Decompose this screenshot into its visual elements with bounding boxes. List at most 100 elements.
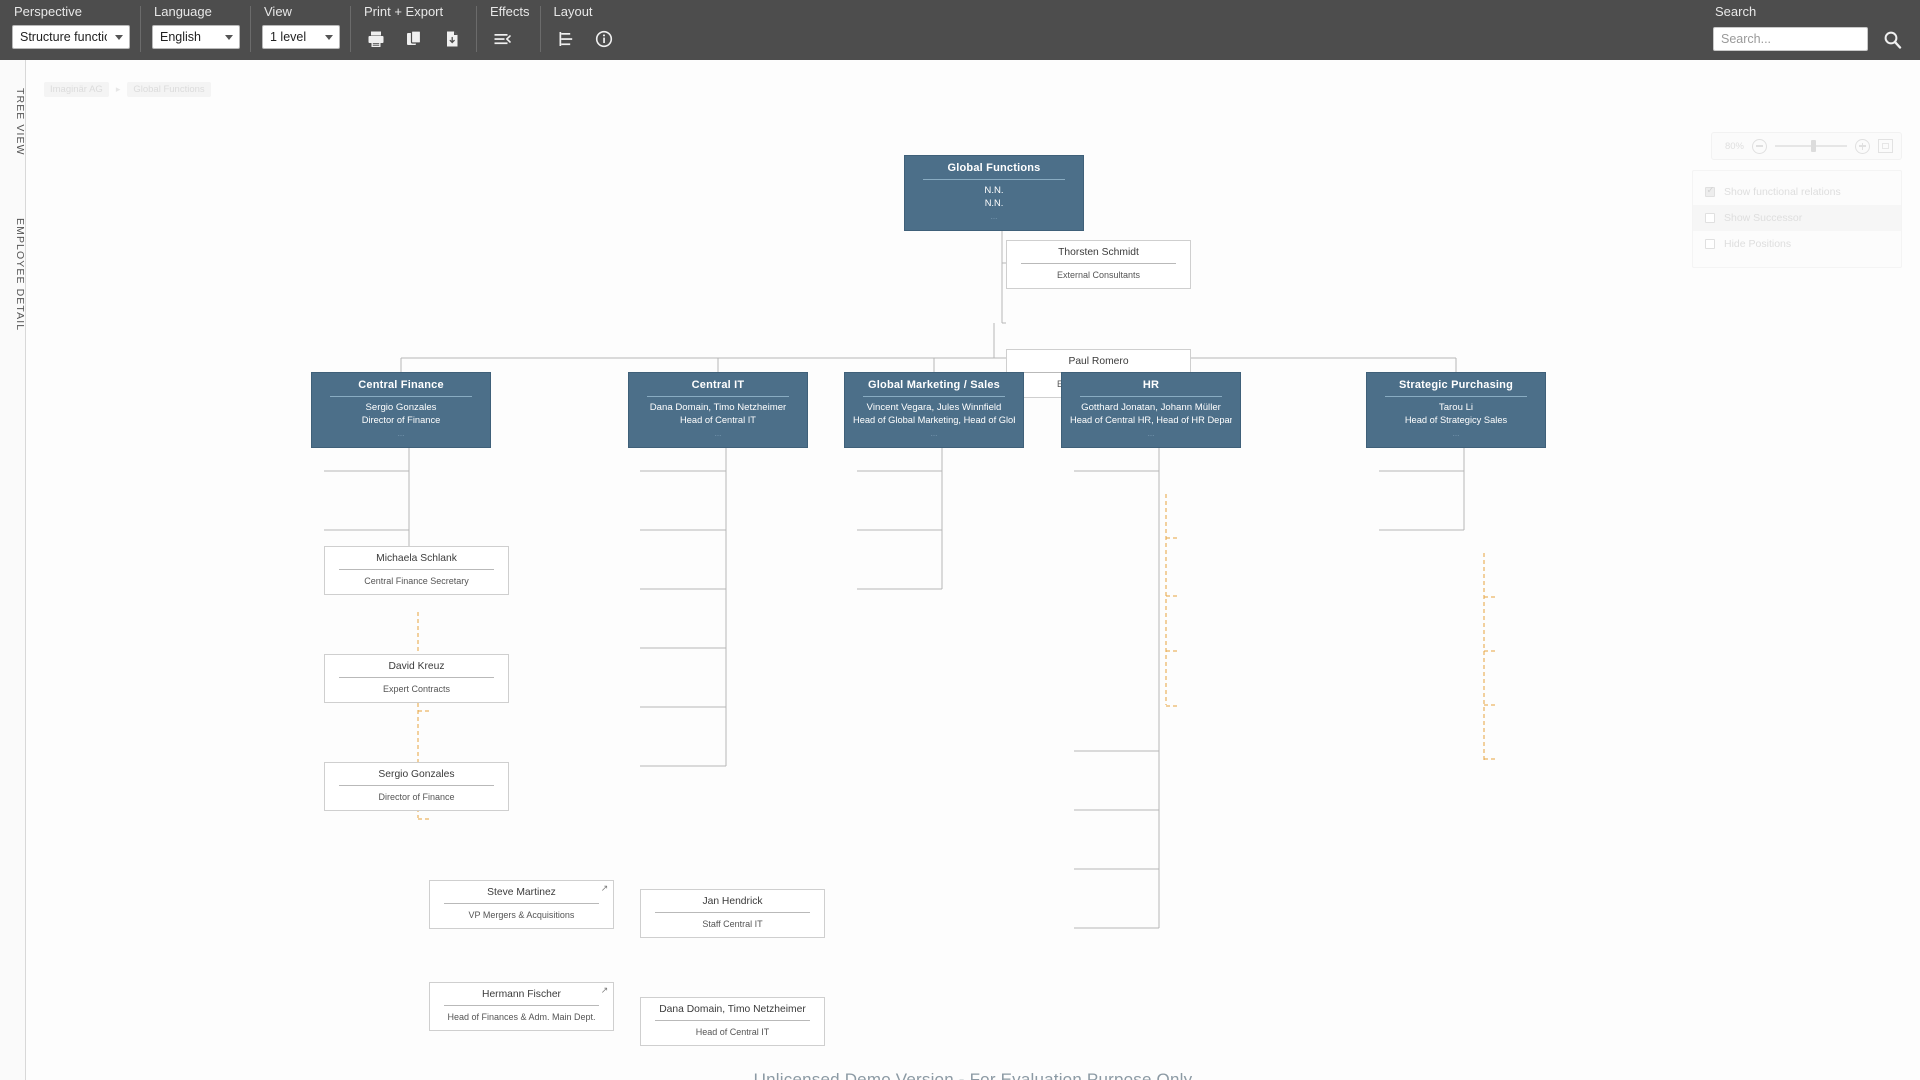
person-name: Hermann Fischer bbox=[482, 989, 561, 1000]
print-export-group: Print + Export bbox=[350, 0, 476, 60]
expand-dots[interactable]: ... bbox=[1147, 429, 1155, 438]
expand-dots[interactable]: ... bbox=[930, 429, 938, 438]
expand-dots[interactable]: ... bbox=[1452, 429, 1460, 438]
search-label: Search bbox=[1715, 4, 1757, 19]
breadcrumb-separator: ▸ bbox=[115, 83, 121, 94]
chart-canvas[interactable]: Imaginär AG ▸ Global Functions 80% Show fu… bbox=[26, 60, 1920, 1080]
divider bbox=[923, 179, 1065, 180]
zoom-slider[interactable] bbox=[1775, 140, 1847, 152]
perspective-select[interactable]: Structure functionalStructure disciplina… bbox=[12, 25, 130, 49]
search-input[interactable] bbox=[1713, 27, 1868, 51]
layout-group-label: Layout bbox=[553, 4, 593, 19]
zoom-out-button[interactable] bbox=[1752, 138, 1767, 154]
person-role: External Consultants bbox=[1056, 270, 1141, 280]
functional-link-icon[interactable]: ↗ bbox=[600, 985, 609, 995]
department-role: Head of Central IT bbox=[680, 415, 756, 425]
department-person: Dana Domain, Timo Netzheimer bbox=[649, 402, 787, 413]
show-successor-checkbox-label: Show Successor bbox=[1724, 212, 1803, 224]
department-role: Head of Strategicy Sales bbox=[1404, 415, 1508, 425]
person-role: Central Finance Secretary bbox=[364, 576, 469, 586]
person-name: Paul Romero bbox=[1068, 356, 1129, 367]
tree-layout-icon[interactable] bbox=[552, 25, 580, 53]
info-icon[interactable] bbox=[590, 25, 618, 53]
functional-link-icon[interactable]: ↗ bbox=[600, 883, 609, 893]
person-role: Head of Central IT bbox=[695, 1027, 770, 1037]
department-title: Global Marketing / Sales bbox=[868, 379, 1000, 391]
person-name: Michaela Schlank bbox=[376, 553, 457, 564]
language-select-label: Language bbox=[154, 4, 212, 19]
checkbox-icon[interactable] bbox=[1705, 213, 1715, 223]
divider bbox=[444, 1005, 599, 1006]
search-icon[interactable] bbox=[1878, 25, 1906, 53]
department-person: Vincent Vegara, Jules Winnfield bbox=[866, 402, 1002, 413]
person-name: Thorsten Schmidt bbox=[1058, 247, 1139, 258]
person-role: Director of Finance bbox=[378, 792, 455, 802]
rail-tab-tree-view[interactable]: TREE VIEW bbox=[14, 88, 26, 156]
zoom-in-button[interactable] bbox=[1855, 138, 1870, 154]
hide-positions-checkbox-label: Hide Positions bbox=[1724, 238, 1792, 250]
person-name: Dana Domain, Timo Netzheimer bbox=[659, 1004, 806, 1015]
language-select[interactable]: EnglishDeutschFrançais bbox=[152, 25, 240, 49]
divider bbox=[655, 1020, 810, 1021]
expand-dots[interactable]: ... bbox=[397, 429, 405, 438]
rail-tab-employee-detail[interactable]: EMPLOYEE DETAIL bbox=[14, 218, 26, 332]
person-role: Expert Contracts bbox=[382, 684, 451, 694]
department-title: HR bbox=[1142, 379, 1160, 391]
divider bbox=[1385, 396, 1527, 397]
person-name: Steve Martinez bbox=[487, 887, 556, 898]
effects-group-label: Effects bbox=[490, 4, 530, 19]
view-level-select-label: View bbox=[264, 4, 292, 19]
fit-to-screen-icon[interactable] bbox=[1878, 139, 1893, 153]
department-role: Director of Finance bbox=[361, 415, 441, 425]
breadcrumb-item[interactable]: Global Functions bbox=[127, 81, 211, 97]
show-functional-relations-checkbox[interactable]: Show functional relations bbox=[1693, 179, 1901, 205]
divider bbox=[339, 677, 494, 678]
divider bbox=[863, 396, 1005, 397]
person-name: David Kreuz bbox=[388, 661, 445, 672]
zoom-slider-knob[interactable] bbox=[1811, 140, 1816, 152]
show-successor-checkbox[interactable]: Show Successor bbox=[1693, 205, 1901, 231]
collapse-lines-icon[interactable] bbox=[488, 25, 516, 53]
search-group: Search bbox=[1713, 0, 1906, 60]
breadcrumb-item[interactable]: Imaginär AG bbox=[44, 81, 109, 97]
checkbox-icon[interactable] bbox=[1705, 185, 1715, 197]
breadcrumb: Imaginär AG ▸ Global Functions bbox=[44, 81, 211, 97]
license-watermark: Unlicensed Demo Version - For Evaluation… bbox=[753, 1070, 1193, 1080]
left-rail: TREE VIEW EMPLOYEE DETAIL bbox=[0, 60, 26, 1080]
zoom-toolbar: 80% bbox=[1711, 132, 1902, 160]
view-level-select[interactable]: 1 level2 levels3 levelsAll levels bbox=[262, 25, 340, 49]
layout-group: Layout bbox=[539, 0, 628, 60]
department-title: Strategic Purchasing bbox=[1398, 379, 1514, 391]
person-name: Sergio Gonzales bbox=[378, 769, 455, 780]
hide-positions-checkbox[interactable]: Hide Positions bbox=[1693, 231, 1901, 257]
view-level-select: View 1 level2 levels3 levelsAll levels bbox=[250, 0, 350, 60]
checkbox-icon[interactable] bbox=[1705, 239, 1715, 249]
printer-icon[interactable] bbox=[362, 25, 390, 53]
copy-icon[interactable] bbox=[400, 25, 428, 53]
department-title: Central IT bbox=[691, 379, 745, 391]
department-person: Sergio Gonzales bbox=[365, 402, 437, 413]
export-file-icon[interactable] bbox=[438, 25, 466, 53]
department-person: Gotthard Jonatan, Johann Müller bbox=[1081, 402, 1221, 413]
person-name: Jan Hendrick bbox=[702, 896, 763, 907]
expand-dots[interactable]: ... bbox=[990, 212, 998, 221]
expand-dots[interactable]: ... bbox=[714, 429, 722, 438]
print-export-group-label: Print + Export bbox=[364, 4, 444, 19]
